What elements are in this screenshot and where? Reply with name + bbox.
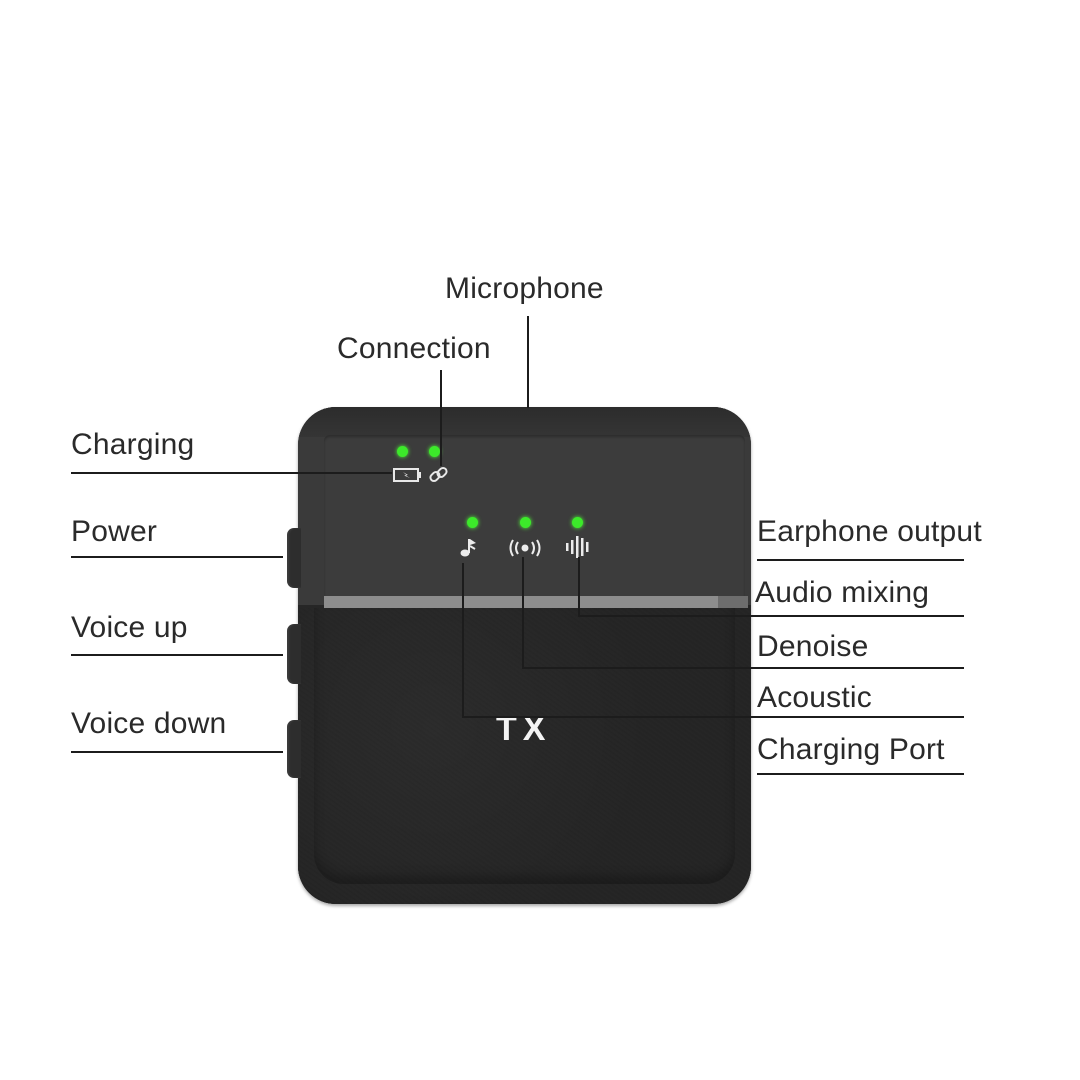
denoise-led (520, 517, 531, 528)
power-button[interactable] (287, 528, 301, 588)
label-microphone: Microphone (445, 272, 604, 305)
voice-down-button[interactable] (287, 720, 301, 778)
audio-mixing-led (572, 517, 583, 528)
leader-line-voice-up (71, 654, 283, 656)
leader-line-acoustic-v (462, 563, 464, 718)
link-icon (428, 464, 450, 491)
voice-up-button[interactable] (287, 624, 301, 684)
label-earphone-output: Earphone output (757, 515, 982, 548)
sound-wave-icon (565, 535, 593, 564)
leader-line-acoustic-h (462, 716, 964, 718)
label-audio-mixing: Audio mixing (755, 576, 930, 609)
leader-line-charging (71, 472, 392, 474)
leader-line-power (71, 556, 283, 558)
leader-line-denoise-h (522, 667, 964, 669)
device-accent-strip (324, 596, 748, 608)
leader-line-voice-down (71, 751, 283, 753)
leader-line-audio-mixing-h (578, 615, 964, 617)
leader-line-connection (440, 370, 442, 466)
broadcast-icon (506, 538, 544, 563)
device-rim (298, 407, 751, 437)
label-connection: Connection (337, 332, 491, 365)
charging-led (397, 446, 408, 457)
label-voice-down: Voice down (71, 707, 227, 740)
device-top-face (324, 435, 745, 601)
label-voice-up: Voice up (71, 611, 188, 644)
label-charging: Charging (71, 428, 195, 461)
label-denoise: Denoise (757, 630, 869, 663)
leader-line-denoise-v (522, 557, 524, 668)
battery-charging-icon (393, 467, 423, 488)
label-power: Power (71, 515, 158, 548)
label-acoustic: Acoustic (757, 681, 872, 714)
connection-led (429, 446, 440, 457)
music-note-icon (459, 536, 479, 563)
leader-line-charging-port (757, 773, 964, 775)
leader-line-earphone-output (757, 559, 964, 561)
acoustic-led (467, 517, 478, 528)
leader-line-microphone (527, 316, 529, 408)
device-accent-strip-end (718, 596, 748, 608)
tx-device-body (298, 407, 751, 904)
device-leather-panel (298, 608, 751, 904)
device-top-panel (298, 407, 751, 605)
label-charging-port: Charging Port (757, 733, 945, 766)
leader-line-audio-mixing-v (578, 557, 580, 616)
